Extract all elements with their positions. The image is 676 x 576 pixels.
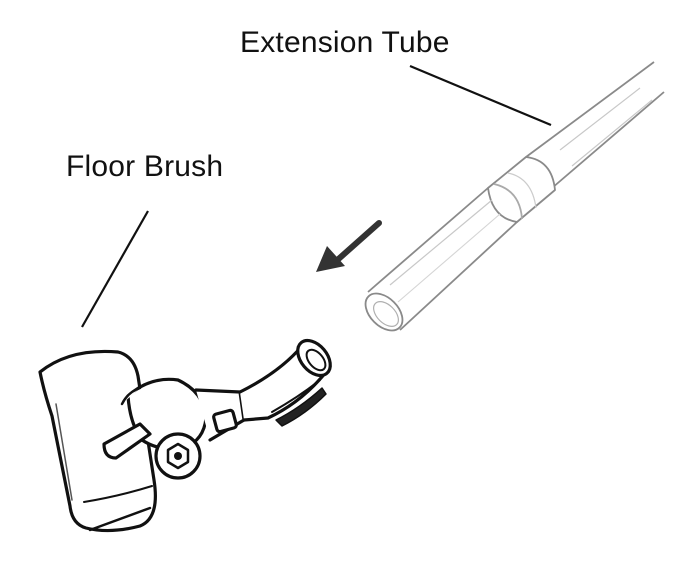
floor-brush-leader-line: [81, 210, 149, 328]
extension-tube: [364, 61, 665, 332]
arrow-down-left-icon: [316, 220, 382, 272]
extension-tube-label: Extension Tube: [240, 26, 450, 59]
extension-tube-leader-line: [409, 64, 552, 127]
floor-brush-label: Floor Brush: [66, 150, 224, 183]
floor-brush: [38, 338, 332, 533]
